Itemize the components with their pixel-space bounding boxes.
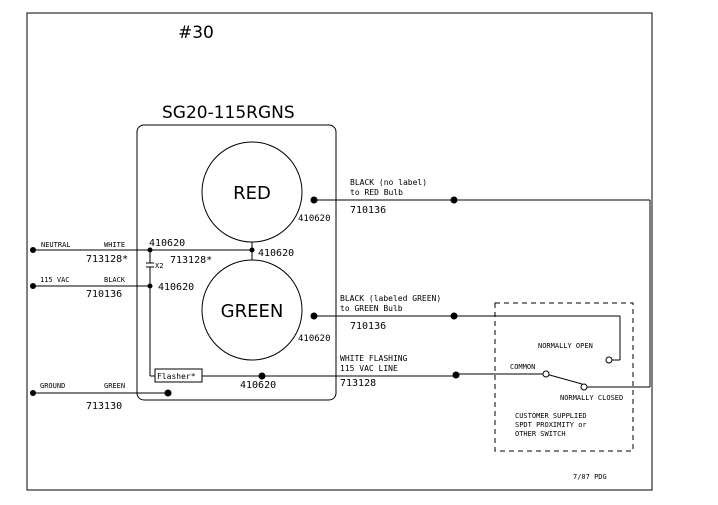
normally-open-terminal — [605, 356, 613, 364]
white-inner-part: 713128* — [170, 255, 212, 266]
green-output-line1: BLACK (labeled GREEN) — [340, 294, 441, 303]
flasher-box — [154, 368, 203, 383]
black-part-number: 710136 — [86, 289, 122, 300]
normally-open-label: NORMALLY OPEN — [538, 342, 593, 350]
junction-dot — [310, 312, 318, 320]
ground-part-number: 713130 — [86, 401, 122, 412]
vac-label: 115 VAC — [40, 276, 70, 284]
black-label: BLACK — [104, 276, 126, 284]
junction-dot — [310, 196, 318, 204]
flasher-part: 410620 — [240, 380, 276, 391]
red-output-part: 710136 — [350, 205, 386, 216]
green-lamp-part: 410620 — [298, 334, 331, 344]
white-label: WHITE — [104, 241, 125, 249]
junction-dot — [30, 283, 36, 289]
top-node-part: 410620 — [258, 248, 294, 259]
common-label: COMMON — [510, 363, 535, 371]
outer-frame — [26, 12, 653, 491]
junction-dot — [452, 371, 460, 379]
neutral-label: NEUTRAL — [41, 241, 71, 249]
flash-output-line1: WHITE FLASHING — [340, 354, 408, 363]
switch-note-line3: OTHER SWITCH — [515, 430, 566, 438]
green-lamp-label: GREEN — [221, 301, 284, 322]
flash-output-line2: 115 VAC LINE — [340, 364, 398, 373]
page-number: #30 — [178, 23, 214, 43]
footer-note: 7/07 PDG — [573, 473, 607, 481]
junction-dot — [258, 372, 266, 380]
red-lamp-part: 410620 — [298, 214, 331, 224]
junction-dot — [147, 283, 153, 289]
flash-output-part: 713128 — [340, 378, 376, 389]
model-title: SG20-115RGNS — [162, 103, 295, 123]
x2-label: X2 — [155, 262, 163, 270]
red-output-line2: to RED Bulb — [350, 188, 403, 197]
green-output-part: 710136 — [350, 321, 386, 332]
junction-dot — [30, 390, 36, 396]
normally-closed-terminal — [580, 383, 588, 391]
ground-label: GROUND — [40, 382, 65, 390]
normally-closed-label: NORMALLY CLOSED — [560, 394, 623, 402]
junction-dot — [450, 312, 458, 320]
green-output-line2: to GREEN Bulb — [340, 304, 403, 313]
top-wire-part: 410620 — [149, 238, 185, 249]
junction-dot — [249, 247, 255, 253]
junction-dot — [30, 247, 36, 253]
red-output-line1: BLACK (no label) — [350, 178, 427, 187]
junction-dot — [450, 196, 458, 204]
junction-dot — [164, 389, 172, 397]
red-lamp-label: RED — [233, 183, 271, 204]
switch-note-line1: CUSTOMER SUPPLIED — [515, 412, 587, 420]
switch-enclosure — [494, 302, 634, 452]
black-inner-part: 410620 — [158, 282, 194, 293]
white-part-number: 713128* — [86, 254, 128, 265]
unit-box — [136, 124, 337, 401]
green-label: GREEN — [104, 382, 125, 390]
common-terminal — [542, 370, 550, 378]
switch-note-line2: SPDT PROXIMITY or — [515, 421, 587, 429]
flasher-label: Flasher* — [157, 372, 196, 381]
junction-dot — [147, 247, 153, 253]
